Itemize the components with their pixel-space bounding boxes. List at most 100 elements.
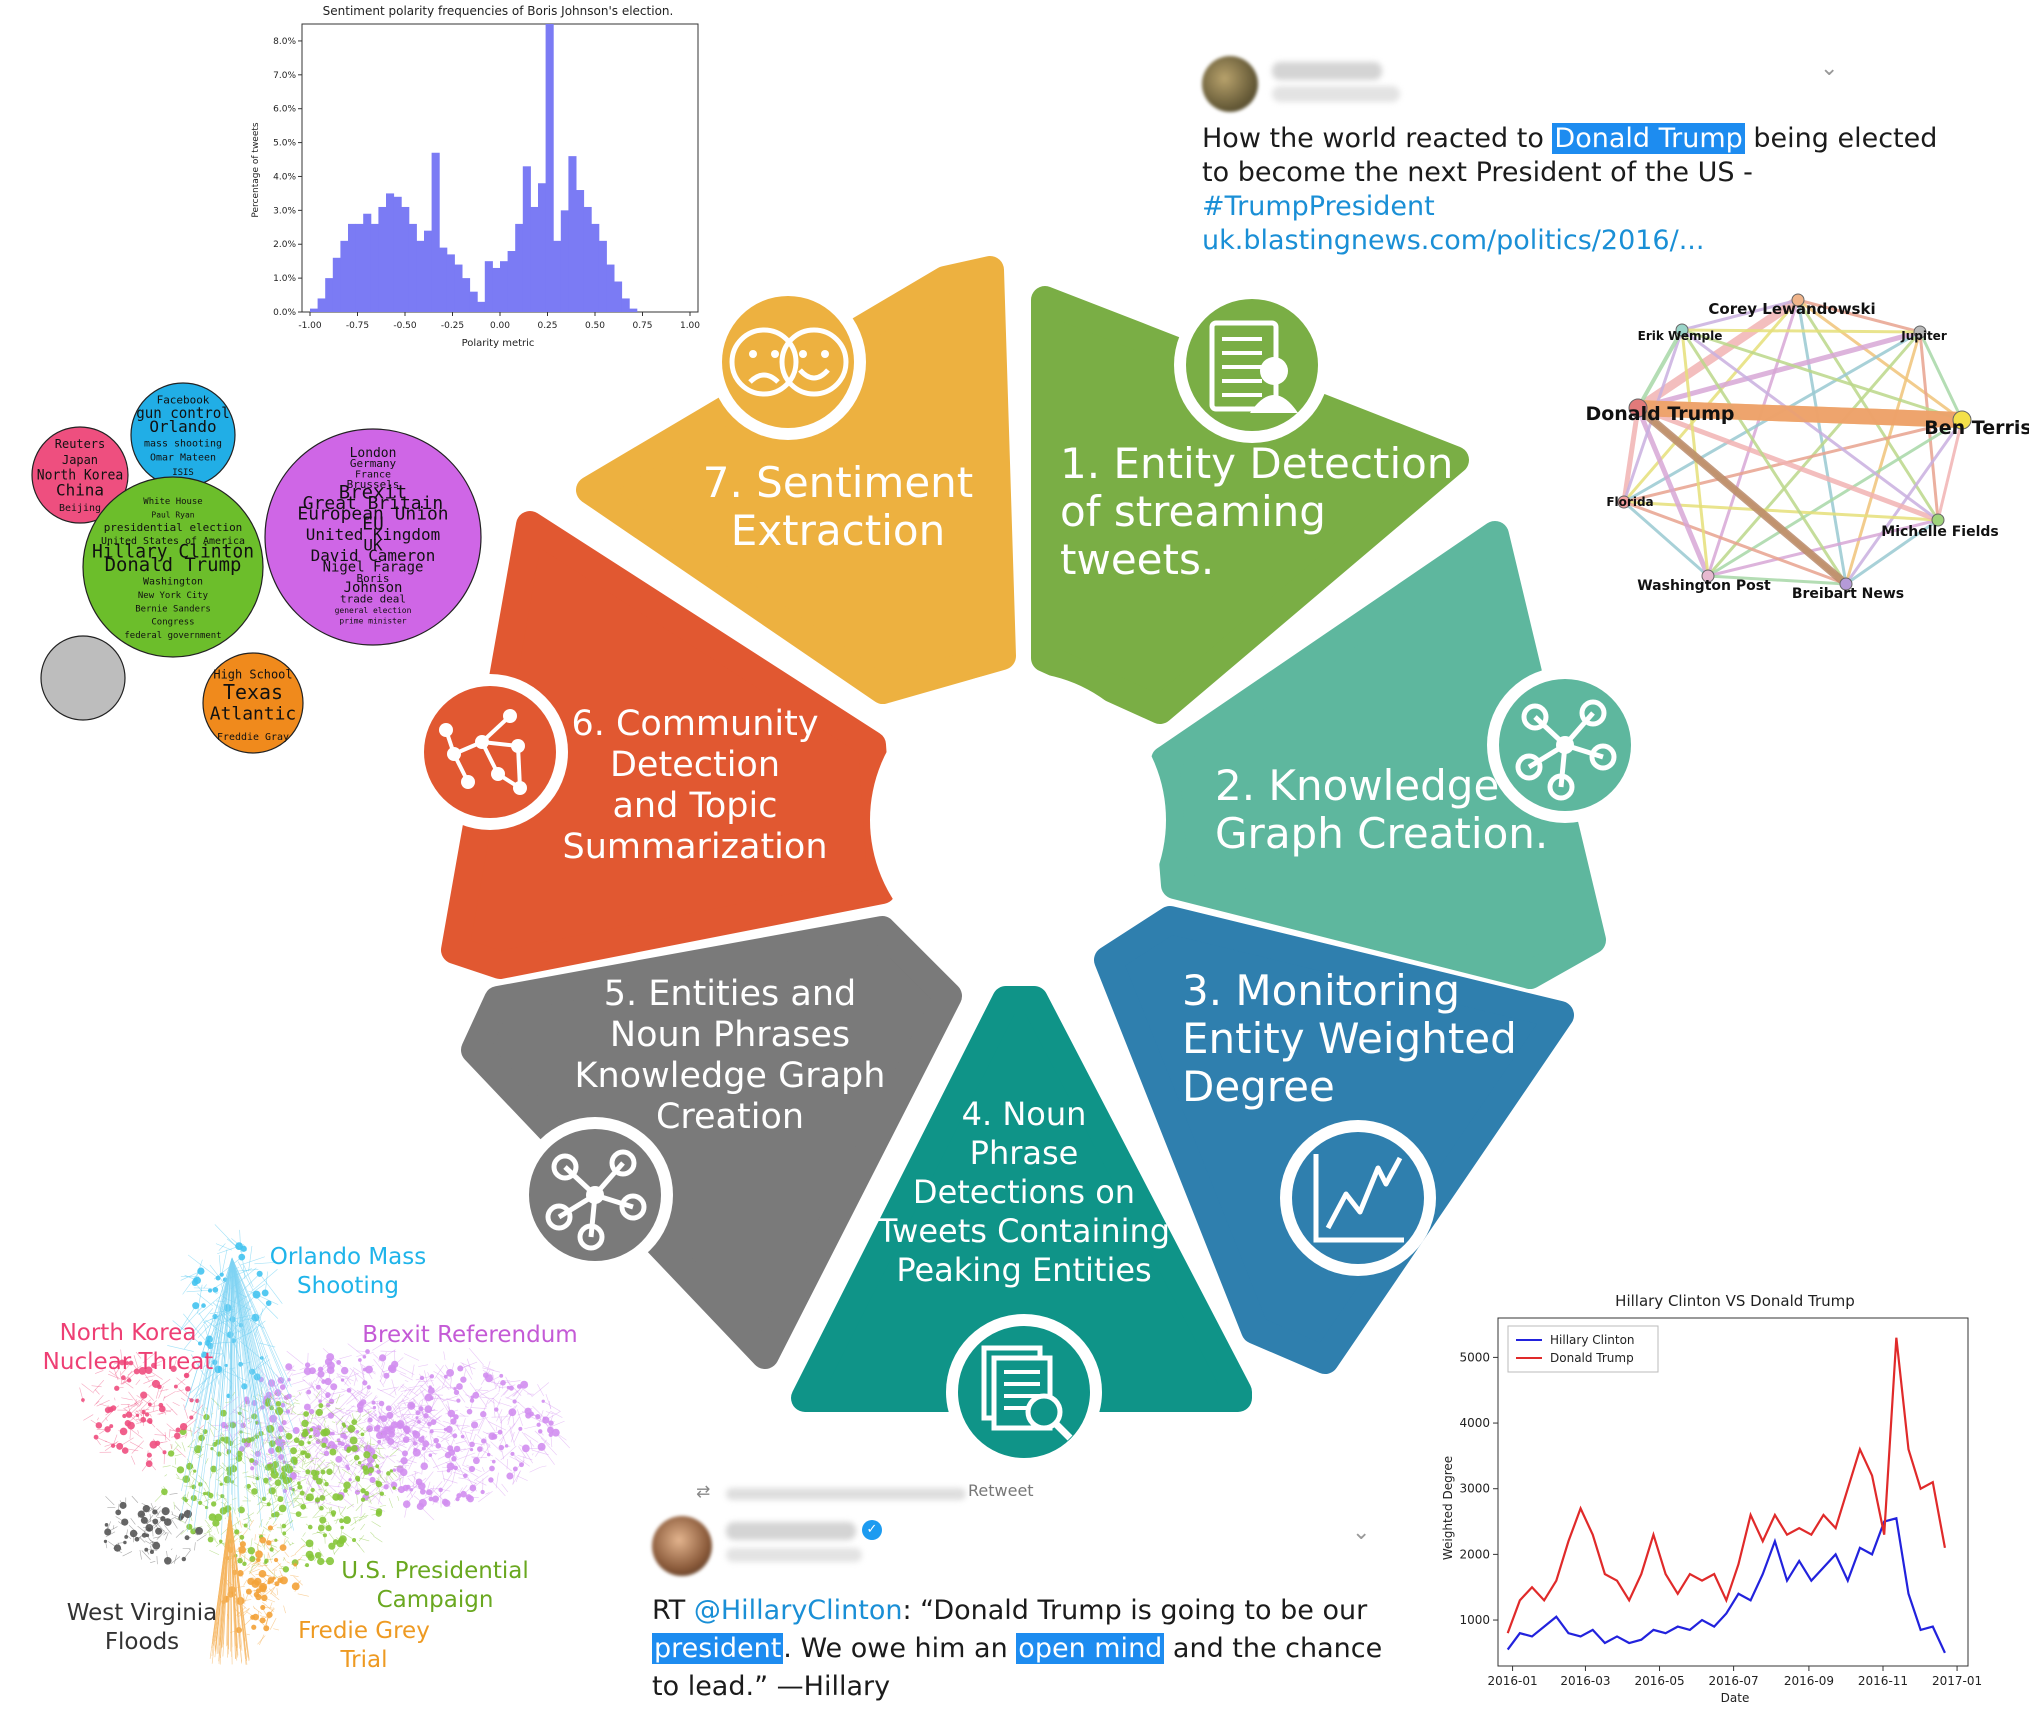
histogram-bar [386,193,395,312]
chevron-down-icon[interactable]: ⌄ [1352,1520,1371,1545]
line-chart-xlabel: Date [1721,1691,1750,1705]
histogram-bar [477,301,486,312]
tweet-top-text: How the world reacted to Donald Trump be… [1202,122,1937,258]
verified-badge-icon: ✓ [862,1520,882,1540]
tweet-bottom[interactable]: ⇄ Retweet ✓ ⌄ RT @HillaryClinton: “Donal… [650,1481,1382,1707]
histogram-bar [484,261,493,312]
histogram-xtick: -1.00 [298,321,322,331]
kg-edge [1796,299,1848,585]
document-search-icon [946,1314,1102,1470]
chevron-down-icon[interactable]: ⌄ [1820,56,1839,81]
network-icon [517,1117,673,1273]
kg-edge [1637,405,1939,523]
tweet-text1: : “Donald Trump is going to be our [902,1595,1368,1626]
wordcloud-word: David Cameron [311,546,436,565]
kg-edge [1797,298,1963,422]
line-chart-ytick: 3000 [1459,1482,1490,1496]
kg-edge [1707,574,1847,586]
histogram-bar [591,223,600,312]
wordcloud-word: Nigel Farage [323,559,424,575]
kg-node [1701,569,1715,583]
retweet-icon: ⇄ [696,1482,711,1502]
wordcloud-word: Johnson [344,580,403,596]
wheel-center [870,672,1166,968]
histogram-xtick: -0.25 [441,321,464,331]
wheel-segment-2 [1151,521,1606,989]
wordcloud-word: Germany [350,457,397,470]
url-link[interactable]: uk.blastingnews.com/politics/2016/... [1202,225,1705,256]
kg-node-label: Corey Lewandowski [1708,300,1875,318]
wordcloud-word: High School [213,667,292,681]
tweet-top[interactable]: ⌄ How the world reacted to Donald Trump … [1200,52,1937,262]
histogram-bar [454,264,463,312]
wordcloud-word: Beijing [59,503,101,514]
histogram-bar [614,281,623,312]
histogram-bar [431,152,440,312]
histogram-bar [370,223,379,312]
histogram-bar [325,278,334,312]
histogram-ytick: 2.0% [273,240,296,250]
line-series-donald-trump [1506,1337,1947,1634]
histogram-bar [568,156,577,312]
kg-node [1628,398,1648,418]
wordcloud-word: gun control [136,404,230,422]
line-chart-xtick: 2016-09 [1784,1674,1834,1688]
histogram-ytick: 1.0% [273,274,296,284]
sad-happy-faces-icon [710,284,866,440]
histogram-bar [424,230,433,312]
kg-edge [1844,331,1922,585]
histogram-ytick: 7.0% [273,71,296,81]
mention-link[interactable]: @HillaryClinton [693,1595,903,1626]
wordcloud-word: ISIS [172,468,194,478]
histogram-bar [408,223,417,312]
wordcloud-word: European Union [297,503,448,524]
wordcloud-word: Hillary Clinton [92,541,254,563]
histogram-ylabel: Percentage of tweets [251,122,261,218]
line-chart-ytick: 2000 [1459,1547,1490,1561]
histogram-ytick: 0.0% [273,308,296,318]
kg-edge [1623,500,1709,578]
histogram-bar [332,257,341,312]
wordcloud-word: France [355,470,391,481]
wordcloud-word: general election [335,606,412,615]
histogram-bar [553,240,562,312]
tweet-text3: and the chance [1164,1633,1383,1664]
tweet-text2: . We owe him an [783,1633,1017,1664]
histogram-bar [576,190,585,312]
wordcloud-word: UK [363,536,383,555]
wordcloud-word: Japan [62,453,98,467]
histogram-ytick: 5.0% [273,139,296,149]
wordcloud-word: Brussels [347,478,400,491]
line-chart-xtick: 2016-05 [1634,1674,1684,1688]
kg-node [1913,325,1927,339]
wordcloud-word: Atlantic [210,703,296,724]
network-icon [1487,667,1643,823]
hashtag-link[interactable]: #TrumpPresident [1202,191,1435,222]
kg-edge [1635,404,1849,588]
histogram-xtick: 0.25 [537,321,557,331]
histogram-xtick: -0.75 [346,321,369,331]
line-chart-ytick: 5000 [1459,1350,1490,1364]
kg-edge [1936,419,1964,521]
tweet-line2: to become the next President of the US - [1202,157,1753,188]
kg-edge [1636,329,1684,409]
wordcloud-word: presidential election [104,521,243,534]
wordcloud-word: trade deal [340,593,406,606]
kg-node-label: Donald Trump [1585,403,1734,425]
histogram-bar [401,206,410,312]
kg-edge [1637,329,1921,411]
line-series-hillary-clinton [1506,1516,1946,1654]
histogram-xtick: 0.50 [585,321,605,331]
kg-edge [1681,328,1939,522]
kg-node-label: Florida [1606,495,1653,509]
wordcloud-word: Reuters [55,437,105,451]
wordcloud-word: mass shooting [144,438,222,449]
